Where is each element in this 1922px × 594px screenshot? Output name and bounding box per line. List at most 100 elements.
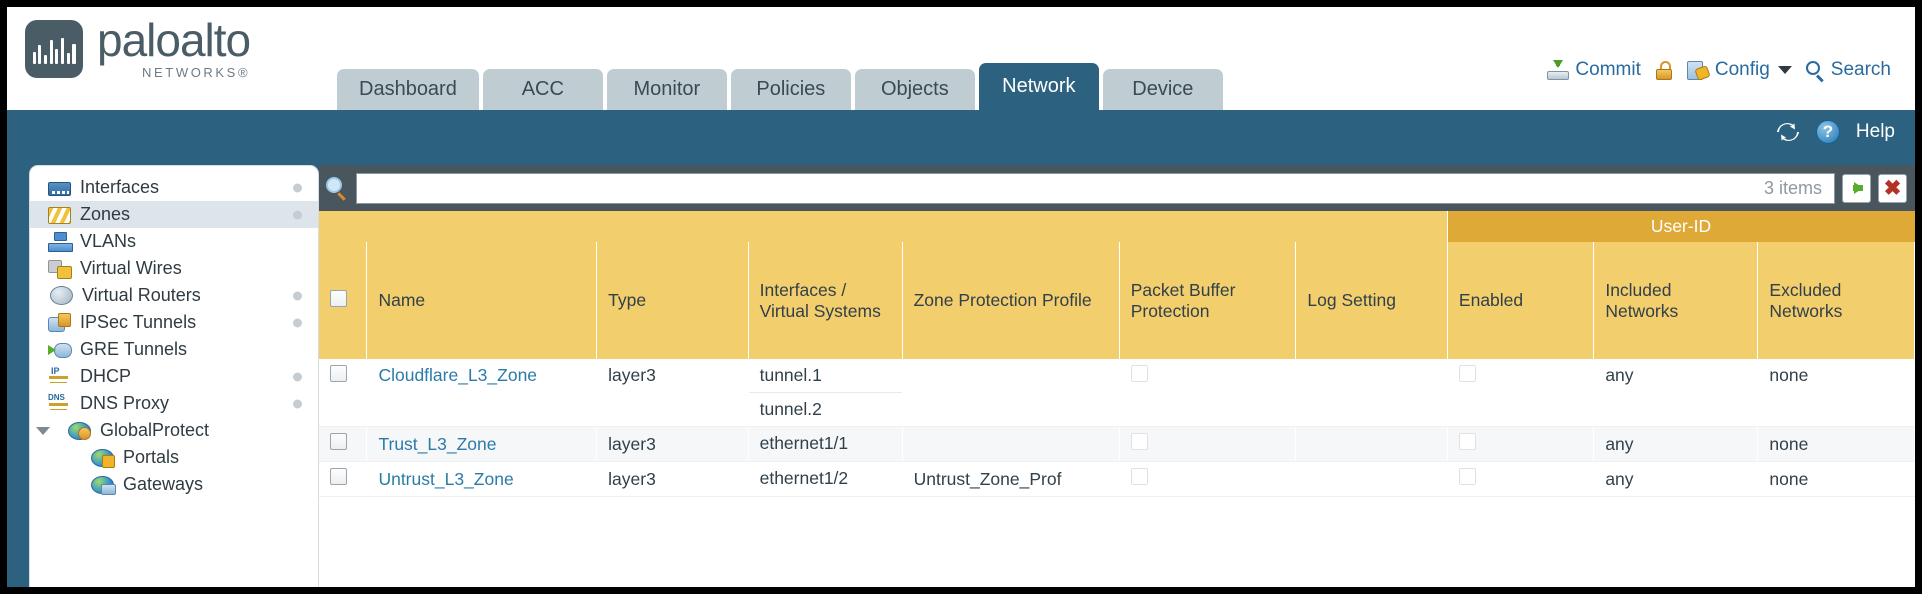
lock-icon	[1655, 60, 1673, 80]
zone-name-link[interactable]: Cloudflare_L3_Zone	[378, 365, 538, 385]
secondary-blue-bar: ? Help	[7, 110, 1915, 165]
expand-collapse-icon[interactable]	[36, 426, 50, 435]
table-head: User-ID Name Type Interfaces / Virtual S…	[319, 211, 1915, 359]
sidebar-item-label: IPSec Tunnels	[80, 312, 197, 332]
sidebar-item-label: Virtual Routers	[82, 285, 201, 305]
packet-buffer-protection-checkbox[interactable]	[1130, 468, 1148, 485]
virtual-wires-icon	[48, 259, 72, 279]
sidebar-item-dns-proxy[interactable]: DNS Proxy	[30, 390, 318, 417]
sidebar-item-virtual-wires[interactable]: Virtual Wires	[30, 255, 318, 282]
help-icon[interactable]: ?	[1815, 120, 1840, 144]
config-menu[interactable]: Config	[1686, 59, 1792, 81]
sidebar-item-label: Portals	[123, 447, 180, 467]
interfaces-cell: ethernet1/2	[748, 461, 903, 497]
tab-acc[interactable]: ACC	[482, 69, 603, 110]
gre-tunnels-icon	[48, 340, 72, 359]
help-label[interactable]: Help	[1855, 121, 1895, 142]
lock-button[interactable]	[1655, 60, 1673, 80]
sidebar-item-gateways[interactable]: Gateways	[30, 471, 318, 498]
apply-filter-button[interactable]	[1842, 173, 1871, 203]
globalprotect-icon	[68, 421, 91, 440]
sidebar-item-dhcp[interactable]: DHCP	[30, 363, 318, 390]
commit-button[interactable]: Commit	[1547, 59, 1641, 81]
main-content-panel: 3 items ✖ User-ID	[319, 165, 1915, 587]
refresh-icon[interactable]	[1776, 121, 1800, 143]
virtual-routers-icon	[50, 286, 73, 305]
excluded-networks-cell: none	[1757, 359, 1915, 427]
packet-buffer-protection-checkbox[interactable]	[1130, 365, 1148, 382]
select-all-checkbox[interactable]	[330, 289, 347, 307]
user-id-enabled-checkbox[interactable]	[1458, 365, 1476, 382]
column-header-type[interactable]: Type	[596, 242, 749, 359]
packet-buffer-protection-cell	[1119, 461, 1297, 497]
user-id-enabled-checkbox[interactable]	[1458, 468, 1476, 485]
excluded-networks-cell: none	[1757, 426, 1915, 462]
search-button[interactable]: Search	[1805, 59, 1891, 82]
sidebar-item-gre-tunnels[interactable]: GRE Tunnels	[30, 336, 318, 363]
dhcp-icon	[48, 366, 71, 386]
tab-objects[interactable]: Objects	[854, 69, 975, 110]
sidebar-item-label: Interfaces	[80, 177, 160, 197]
column-header-zone-protection-profile[interactable]: Zone Protection Profile	[902, 242, 1120, 359]
column-header-excluded-networks[interactable]: Excluded Networks	[1757, 242, 1915, 359]
tab-network[interactable]: Network	[978, 63, 1099, 110]
interfaces-cell: ethernet1/1	[748, 426, 903, 462]
search-label: Search	[1830, 59, 1891, 80]
zone-name-cell: Trust_L3_Zone	[366, 426, 598, 462]
zone-type-cell: layer3	[596, 461, 749, 497]
zone-name-link[interactable]: Untrust_L3_Zone	[378, 468, 514, 489]
sidebar-item-zones[interactable]: Zones	[30, 201, 318, 228]
column-header-included-networks[interactable]: Included Networks	[1593, 242, 1759, 359]
sidebar-item-vlans[interactable]: VLANs	[30, 228, 318, 255]
interface-entry: ethernet1/1	[759, 433, 849, 453]
tab-dashboard[interactable]: Dashboard	[337, 69, 479, 110]
sidebar-item-indicator	[293, 372, 302, 381]
column-header-name[interactable]: Name	[366, 242, 598, 359]
sidebar-item-portals[interactable]: Portals	[30, 444, 318, 471]
sidebar-item-label: Zones	[80, 204, 131, 224]
sidebar-item-virtual-routers[interactable]: Virtual Routers	[30, 282, 318, 309]
clear-filter-button[interactable]: ✖	[1878, 173, 1907, 203]
select-all-header	[319, 242, 368, 359]
ipsec-tunnels-icon	[48, 313, 71, 332]
zone-name-link[interactable]: Trust_L3_Zone	[378, 433, 497, 454]
column-header-interfaces[interactable]: Interfaces / Virtual Systems	[748, 242, 903, 359]
search-input[interactable]: 3 items	[356, 172, 1835, 204]
column-header-enabled[interactable]: Enabled	[1447, 242, 1595, 359]
group-header-row: User-ID	[319, 211, 1915, 242]
user-id-enabled-checkbox[interactable]	[1458, 433, 1476, 450]
column-header-packet-buffer-protection[interactable]: Packet Buffer Protection	[1119, 242, 1297, 359]
interface-entry: tunnel.1	[748, 359, 902, 393]
sidebar-item-label: DNS Proxy	[80, 393, 170, 413]
row-checkbox[interactable]	[330, 433, 347, 450]
sidebar-item-label: VLANs	[80, 231, 137, 251]
row-checkbox[interactable]	[330, 468, 347, 485]
gateways-icon	[91, 475, 116, 495]
sidebar-item-interfaces[interactable]: Interfaces	[30, 174, 318, 201]
zone-type-cell: layer3	[596, 426, 749, 462]
tab-monitor[interactable]: Monitor	[606, 69, 727, 110]
sidebar-item-indicator	[293, 399, 302, 408]
zone-protection-profile-cell: Untrust_Zone_Prof	[902, 461, 1120, 497]
sidebar-item-ipsec-tunnels[interactable]: IPSec Tunnels	[30, 309, 318, 336]
sidebar-item-globalprotect[interactable]: GlobalProtect	[30, 417, 318, 444]
tab-device[interactable]: Device	[1102, 69, 1223, 110]
column-header-log-setting[interactable]: Log Setting	[1295, 242, 1448, 359]
sidebar-item-indicator	[293, 318, 302, 327]
row-checkbox[interactable]	[330, 365, 347, 382]
user-id-enabled-cell	[1447, 461, 1595, 497]
paloalto-mark-icon	[25, 20, 83, 79]
tab-policies[interactable]: Policies	[730, 69, 851, 110]
sidebar-item-indicator	[293, 210, 302, 219]
log-setting-cell	[1295, 426, 1448, 462]
packet-buffer-protection-checkbox[interactable]	[1130, 433, 1148, 450]
search-icon[interactable]	[325, 176, 349, 201]
top-right-actions: Commit Config Search	[1547, 59, 1891, 82]
